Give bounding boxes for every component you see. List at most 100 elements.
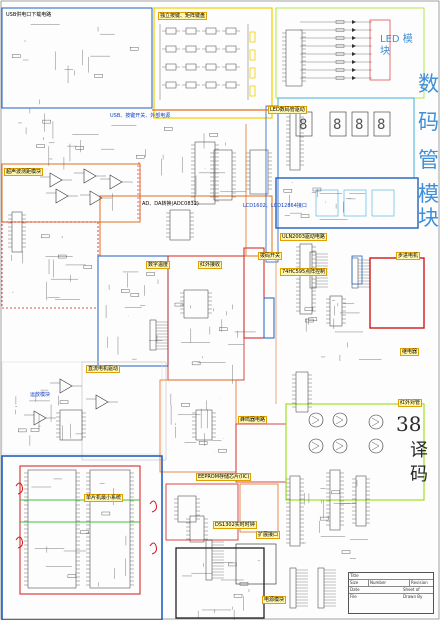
seven-seg-box <box>371 189 395 217</box>
transistor-lead <box>335 445 344 451</box>
resistor <box>59 400 69 404</box>
title-block-title: Title <box>349 573 433 580</box>
resistor <box>191 361 201 366</box>
led-symbol <box>352 52 356 56</box>
frame-thermo-dashed <box>1 221 99 309</box>
ic-chip <box>189 515 205 543</box>
matrix-key <box>185 27 197 35</box>
connector-highlight <box>351 255 363 285</box>
label-expansion: 扩展接口 <box>256 531 281 539</box>
frame-motor <box>369 257 425 329</box>
op-amp <box>59 378 73 394</box>
transistor-lead <box>335 415 344 421</box>
seven-seg-box <box>343 189 367 217</box>
transistor-lead <box>371 417 380 423</box>
transistor-lead <box>335 441 344 447</box>
seven-seg-glyph: 8 <box>355 117 363 133</box>
key-highlight <box>249 67 256 79</box>
label-power-section: 电源模块 <box>262 596 287 604</box>
frame-digital-tube-2 <box>275 177 419 229</box>
ic-chip <box>11 211 23 253</box>
connector <box>317 567 325 609</box>
label-lcd: LCD1602、LCD12864接口 <box>243 203 307 209</box>
frame-divider <box>137 162 141 220</box>
hand-mark <box>149 542 157 555</box>
seven-seg-glyph: 8 <box>377 117 385 133</box>
title-block-file: File <box>350 594 357 599</box>
resistor <box>219 327 228 331</box>
resistor <box>75 146 84 150</box>
op-amp <box>95 394 109 410</box>
label-ir-receiver: 红外接收 <box>198 261 223 269</box>
vertical-title-3: 管 <box>418 148 439 172</box>
seven-seg-digit <box>329 111 347 137</box>
ic-chip <box>329 295 343 327</box>
resistor <box>335 68 345 72</box>
frame-expansion-2 <box>235 543 277 585</box>
transistor <box>368 414 384 430</box>
op-amp <box>109 174 123 190</box>
resistor <box>174 302 184 307</box>
dip-highlight <box>263 297 275 339</box>
ic-chip <box>169 209 191 241</box>
hand-mark <box>15 482 23 495</box>
resistor <box>11 54 21 58</box>
op-amp <box>33 410 47 426</box>
seven-seg-glyph: 8 <box>333 117 341 133</box>
transistor <box>368 438 384 454</box>
resistor <box>18 428 27 433</box>
resistor <box>130 293 140 297</box>
resistor <box>136 155 145 159</box>
resistor <box>218 448 227 453</box>
resistor <box>239 582 249 586</box>
resistor <box>101 511 111 516</box>
resistor <box>341 550 351 554</box>
frame-eeprom <box>159 379 237 473</box>
label-relay: 继电器 <box>400 348 420 356</box>
led-module-title: LED 模块 <box>380 34 413 57</box>
frame-mcu-inner <box>19 465 141 595</box>
ic-chip <box>195 409 213 441</box>
ic-chip <box>89 469 131 589</box>
handwritten-38: 38 <box>396 412 422 436</box>
seven-seg-glyph: 8 <box>299 117 307 133</box>
resistor <box>94 74 103 78</box>
matrix-key <box>165 81 177 89</box>
label-mcu: 单片机最小系统 <box>84 494 124 502</box>
led-symbol <box>352 20 356 24</box>
ic-chip <box>249 149 269 195</box>
ic-chip <box>183 289 209 319</box>
title-block-revision: Revision <box>411 580 428 585</box>
led-box <box>369 19 391 81</box>
title-block-number: Number <box>369 580 410 586</box>
seven-seg-box <box>315 189 339 217</box>
matrix-key <box>205 63 217 71</box>
resistor <box>335 36 345 40</box>
transistor-lead <box>335 419 344 425</box>
op-amp <box>49 172 63 188</box>
frame-dip-switch <box>243 247 265 339</box>
label-led-module-bottom: 74HC595点阵控制 <box>280 268 328 276</box>
vertical-title-4: 模 <box>418 182 439 206</box>
resistor <box>283 189 293 193</box>
vertical-title-1: 数 <box>418 72 439 96</box>
matrix-key <box>165 27 177 35</box>
label-infrared-pair: 红外对管 <box>398 399 423 407</box>
ic-chip <box>329 469 341 531</box>
title-block-drawn: Drawn By <box>403 594 423 599</box>
resistor <box>57 254 67 259</box>
resistor <box>198 441 208 445</box>
transistor-lead <box>311 415 320 421</box>
matrix-key <box>165 63 177 71</box>
vertical-title-5: 块 <box>418 206 439 230</box>
frame-ds1302 <box>165 483 239 541</box>
handwritten-ma: 码 <box>410 464 428 485</box>
label-usb-power: USB供电口下载电路 <box>6 12 52 18</box>
matrix-key <box>225 45 237 53</box>
resistor <box>305 318 314 323</box>
label-stepper-drive: 直流电机驱动 <box>86 365 121 373</box>
resistor <box>146 272 155 276</box>
seven-seg-digit <box>373 111 391 137</box>
resistor <box>304 307 314 311</box>
